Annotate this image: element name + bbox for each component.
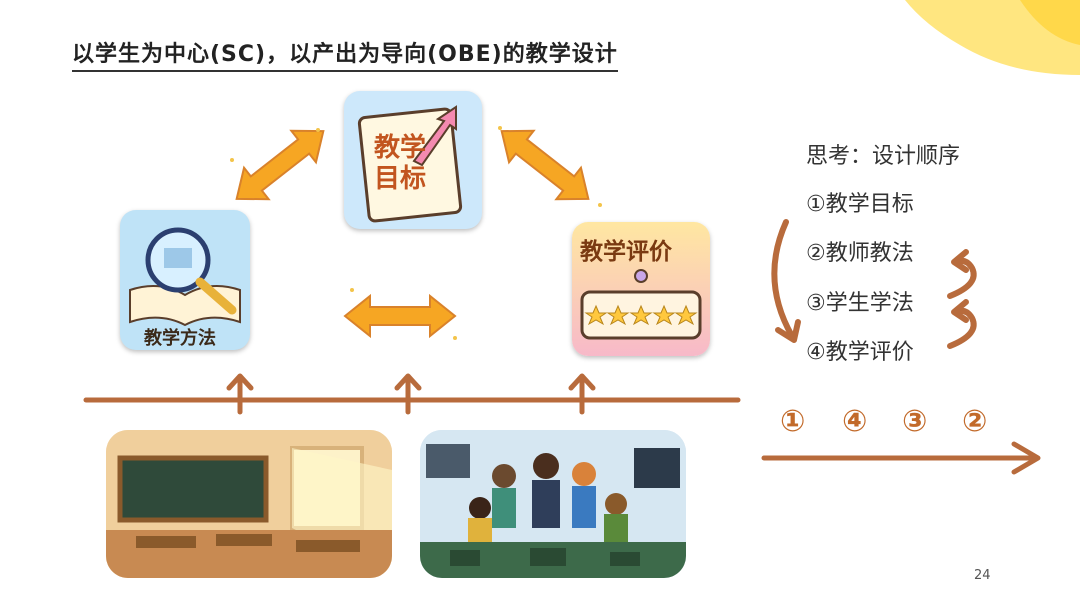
page-number: 24 [974,568,991,583]
classroom-illustration [106,430,392,578]
goal-label-line1: 教学 [374,133,427,163]
lab-illustration [420,430,686,578]
teaching-goal-tile: 教学 目标 [344,91,482,229]
step-2: ②教师教法 [806,241,914,266]
sequence-4: ② [962,404,988,439]
teaching-evaluation-tile: 教学评价 [572,222,710,356]
sequence-2: ④ [842,404,868,439]
page-title: 以学生为中心(SC)，以产出为导向(OBE)的教学设计 [72,36,618,72]
method-label: 教学方法 [144,328,216,349]
goal-label-line2: 目标 [374,164,427,195]
magnifier-book-icon [129,227,241,327]
classroom-image [106,430,392,578]
step-3: ③学生学法 [806,291,914,316]
lab-image [420,430,686,578]
side-heading: 思考：设计顺序 [806,144,961,169]
star-rating-icon [580,269,702,340]
evaluation-label: 教学评价 [580,239,672,265]
teaching-method-tile: 教学方法 [120,210,250,350]
step-1: ①教学目标 [806,192,914,217]
step-4: ④教学评价 [806,340,914,365]
sequence-3: ③ [902,404,928,439]
goal-icon [357,105,463,223]
sequence-1: ① [780,404,806,439]
